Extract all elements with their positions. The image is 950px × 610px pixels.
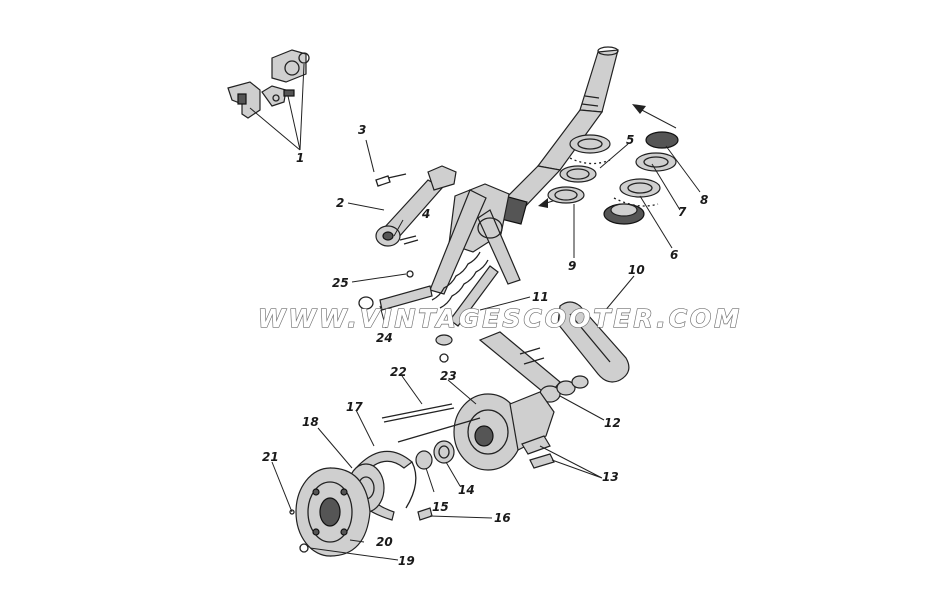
label-19: 19 xyxy=(398,554,415,568)
watermark-text: WWW.VINTAGESCOOTER.COM xyxy=(258,304,742,333)
label-1: 1 xyxy=(296,151,304,165)
label-18: 18 xyxy=(302,415,319,429)
label-17: 17 xyxy=(346,400,363,414)
label-23: 23 xyxy=(440,369,457,383)
label-20: 20 xyxy=(376,535,393,549)
part-number-labels: 1 2 3 4 5 6 7 8 9 10 11 12 13 14 15 16 1… xyxy=(262,123,708,568)
label-12: 12 xyxy=(604,416,621,430)
label-11: 11 xyxy=(532,290,549,304)
part-lock-assembly xyxy=(227,49,310,119)
label-16: 16 xyxy=(494,511,511,525)
label-13: 13 xyxy=(602,470,619,484)
label-24: 24 xyxy=(376,331,393,345)
part-link-arm xyxy=(375,165,457,247)
part-brake-drum xyxy=(289,467,371,557)
part-hub-assembly xyxy=(381,391,555,471)
label-15: 15 xyxy=(432,500,449,514)
part-steering-column xyxy=(429,46,619,295)
label-21: 21 xyxy=(262,450,279,464)
label-22: 22 xyxy=(390,365,407,379)
label-14: 14 xyxy=(458,483,475,497)
label-6: 6 xyxy=(670,248,678,262)
part-swing-arm xyxy=(478,301,630,403)
label-9: 9 xyxy=(568,259,576,273)
leader-lines xyxy=(249,63,701,561)
label-5: 5 xyxy=(626,133,634,147)
label-25: 25 xyxy=(332,276,349,290)
label-2: 2 xyxy=(336,196,344,210)
label-4: 4 xyxy=(421,207,430,221)
label-8: 8 xyxy=(700,193,708,207)
label-7: 7 xyxy=(678,205,687,219)
part-shock-absorber xyxy=(358,251,499,363)
label-10: 10 xyxy=(628,263,645,277)
label-3: 3 xyxy=(358,123,366,137)
part-bearing-races xyxy=(547,131,679,225)
